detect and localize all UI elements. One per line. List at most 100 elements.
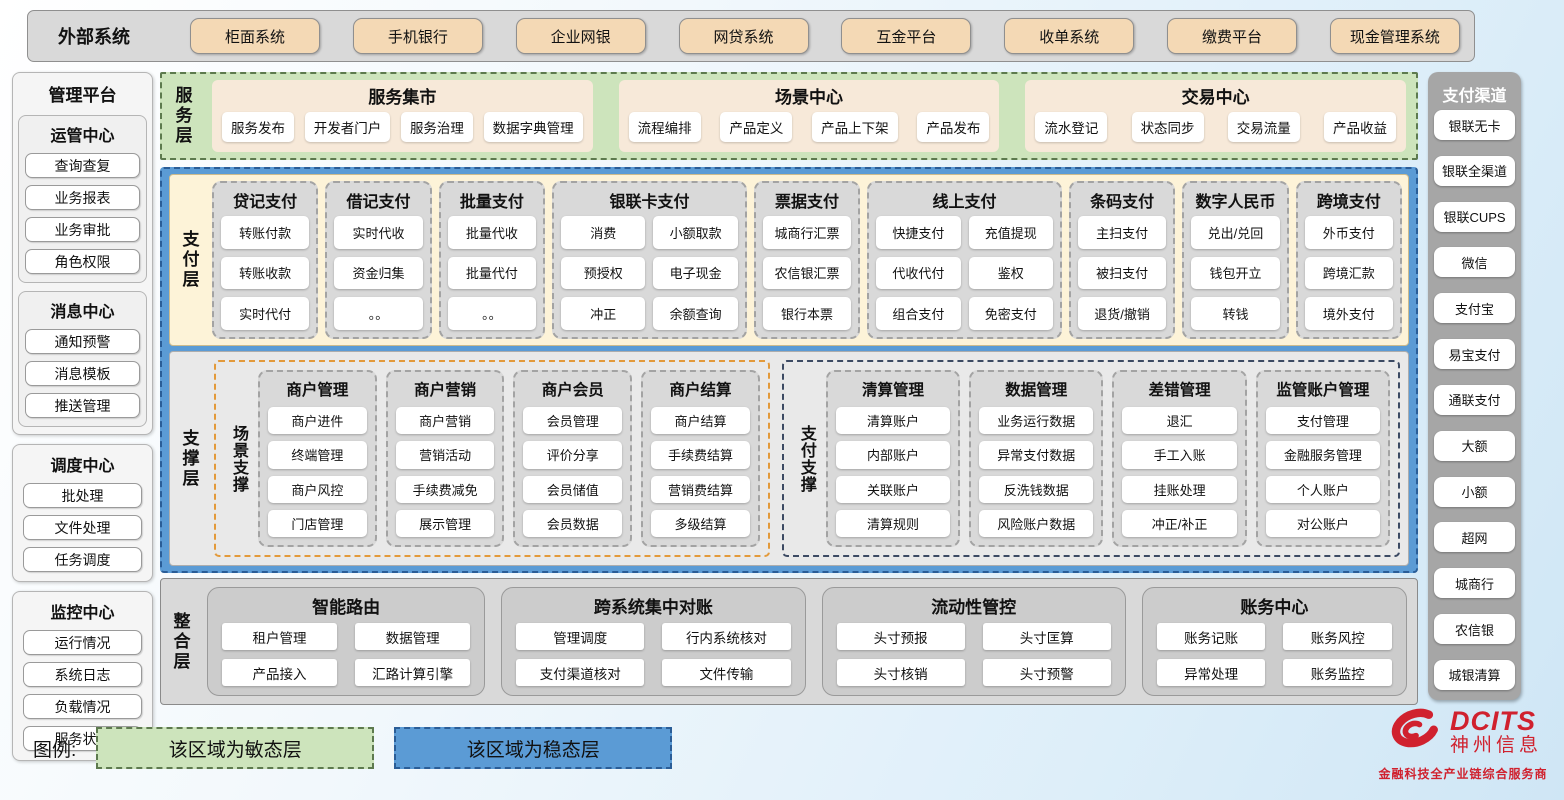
mgmt-item-box: 查询查复 xyxy=(25,153,140,178)
payment-column-items: 外币支付跨境汇款境外支付 xyxy=(1304,216,1393,330)
payment-layer-columns: 贷记支付转账付款转账收款实时代付借记支付实时代收资金归集。。批量支付批量代收批量… xyxy=(212,181,1402,339)
mgmt-item-box: 消息模板 xyxy=(25,361,140,386)
dcits-logo-name: DCITS xyxy=(1449,705,1536,736)
support-item-box: 清算规则 xyxy=(835,509,951,537)
integration-item-box: 账务监控 xyxy=(1283,659,1392,686)
support-group-orange: 场景支撑商户管理商户进件终端管理商户风控门店管理商户营销商户营销营销活动手续费减… xyxy=(214,360,770,557)
dcits-logo-row: DCITS 神州信息 xyxy=(1384,703,1542,762)
payment-column-title: 批量支付 xyxy=(459,194,524,211)
payment-channels-title: 支付渠道 xyxy=(1442,88,1507,105)
support-item-box: 冲正/补正 xyxy=(1122,509,1237,537)
support-column: 商户营销商户营销营销活动手续费减免展示管理 xyxy=(385,370,505,547)
payment-item-box: 电子现金 xyxy=(653,256,738,290)
payment-item-box: 快捷支付 xyxy=(876,216,961,249)
external-systems-list: 柜面系统手机银行企业网银网贷系统互金平台收单系统缴费平台现金管理系统 xyxy=(190,18,1460,54)
support-group-columns: 商户管理商户进件终端管理商户风控门店管理商户营销商户营销营销活动手续费减免展示管… xyxy=(258,370,760,547)
channel-box: 银联全渠道 xyxy=(1434,155,1515,186)
support-column-title: 商户营销 xyxy=(414,382,477,399)
payment-item-box: 农信银汇票 xyxy=(762,256,852,290)
service-item-box: 状态同步 xyxy=(1131,111,1204,142)
integration-group-title: 流动性管控 xyxy=(931,598,1017,617)
service-layer-groups: 服务集市服务发布开发者门户服务治理数据字典管理场景中心流程编排产品定义产品上下架… xyxy=(212,80,1407,152)
support-item-box: 会员数据 xyxy=(523,509,623,537)
support-column: 数据管理业务运行数据异常支付数据反洗钱数据风险账户数据 xyxy=(969,370,1104,547)
channel-box: 微信 xyxy=(1434,247,1515,278)
service-group-title: 场景中心 xyxy=(775,88,843,107)
payment-item-box: 被扫支付 xyxy=(1077,256,1167,290)
mgmt-section-title: 消息中心 xyxy=(50,304,115,321)
integration-group: 流动性管控头寸预报头寸匡算头寸核销头寸预警 xyxy=(821,587,1126,696)
support-column-title: 商户会员 xyxy=(541,382,604,399)
channel-box: 易宝支付 xyxy=(1434,339,1515,370)
mgmt-section: 调度中心批处理文件处理任务调度 xyxy=(12,444,153,582)
integration-item-box: 产品接入 xyxy=(222,659,338,686)
payment-column: 银联卡支付消费小额取款预授权电子现金冲正余额查询 xyxy=(552,181,747,339)
payment-column-items: 兑出/兑回钱包开立转钱 xyxy=(1191,216,1280,330)
integration-item-box: 数据管理 xyxy=(355,623,471,650)
mgmt-item-box: 推送管理 xyxy=(25,393,140,418)
service-item-box: 服务发布 xyxy=(222,111,294,142)
service-group: 交易中心流水登记状态同步交易流量产品收益 xyxy=(1025,80,1407,152)
payment-item-box: 代收代付 xyxy=(876,256,961,290)
mgmt-section: 监控中心运行情况系统日志负载情况服务状态 xyxy=(12,591,153,761)
support-item-box: 商户进件 xyxy=(268,407,367,435)
dcits-swirl-icon xyxy=(1384,703,1446,762)
external-system-box: 互金平台 xyxy=(841,18,972,54)
support-item-box: 商户营销 xyxy=(395,407,495,435)
legend-stable-layer: 该区域为稳态层 xyxy=(394,727,673,769)
support-column: 商户结算商户结算手续费结算营销费结算多级结算 xyxy=(641,370,760,547)
service-item-box: 交易流量 xyxy=(1227,111,1300,142)
integration-item-box: 文件传输 xyxy=(662,659,791,686)
external-system-box: 柜面系统 xyxy=(190,18,320,54)
stable-layer-container: 支付层 贷记支付转账付款转账收款实时代付借记支付实时代收资金归集。。批量支付批量… xyxy=(160,167,1418,573)
payment-column: 批量支付批量代收批量代付。。 xyxy=(438,181,546,339)
payment-column-title: 票据支付 xyxy=(774,194,839,211)
support-item-box: 退汇 xyxy=(1122,407,1237,435)
integration-item-box: 异常处理 xyxy=(1156,659,1266,686)
service-item-box: 产品发布 xyxy=(917,111,990,142)
integration-layer-groups: 智能路由租户管理数据管理产品接入汇路计算引擎跨系统集中对账管理调度行内系统核对支… xyxy=(207,587,1407,696)
payment-item-box: 充值提现 xyxy=(968,216,1053,249)
service-group-items: 流程编排产品定义产品上下架产品发布 xyxy=(628,108,990,145)
payment-item-box: 。。 xyxy=(334,297,423,330)
support-item-box: 支付管理 xyxy=(1265,407,1381,435)
support-column: 清算管理清算账户内部账户关联账户清算规则 xyxy=(825,370,961,547)
dcits-logo-chinese-name: 神州信息 xyxy=(1449,734,1542,756)
mgmt-item-box: 系统日志 xyxy=(23,662,142,687)
external-system-box: 网贷系统 xyxy=(678,18,809,54)
management-platform-sidebar: 管理平台 运管中心查询查复业务报表业务审批角色权限消息中心通知预警消息模板推送管… xyxy=(12,72,153,761)
payment-item-box: 鉴权 xyxy=(968,256,1053,290)
support-item-box: 展示管理 xyxy=(395,509,495,537)
integration-group-items: 管理调度行内系统核对支付渠道核对文件传输 xyxy=(516,623,791,686)
legend: 图例: 该区域为敏态层 该区域为稳态层 xyxy=(33,727,673,769)
legend-agile-layer: 该区域为敏态层 xyxy=(96,727,375,769)
mgmt-item-box: 运行情况 xyxy=(23,630,142,655)
channel-box: 大额 xyxy=(1434,430,1515,461)
support-layer-groups: 场景支撑商户管理商户进件终端管理商户风控门店管理商户营销商户营销营销活动手续费减… xyxy=(214,360,1400,557)
mgmt-item-box: 业务审批 xyxy=(25,217,140,242)
payment-column-items: 实时代收资金归集。。 xyxy=(334,216,423,330)
integration-group-title: 跨系统集中对账 xyxy=(593,598,713,617)
dcits-logo-texts: DCITS 神州信息 xyxy=(1449,705,1542,758)
integration-item-box: 头寸预警 xyxy=(982,659,1111,686)
payment-item-box: 资金归集 xyxy=(334,256,423,290)
mgmt-item-box: 角色权限 xyxy=(25,249,140,274)
integration-group: 跨系统集中对账管理调度行内系统核对支付渠道核对文件传输 xyxy=(501,587,806,696)
support-group-columns: 清算管理清算账户内部账户关联账户清算规则数据管理业务运行数据异常支付数据反洗钱数… xyxy=(825,370,1391,547)
payment-item-box: 兑出/兑回 xyxy=(1191,216,1280,249)
integration-group-items: 头寸预报头寸匡算头寸核销头寸预警 xyxy=(836,623,1111,686)
payment-item-box: 转账付款 xyxy=(221,216,310,249)
payment-item-box: 冲正 xyxy=(561,297,646,330)
integration-group-items: 账务记账账务风控异常处理账务监控 xyxy=(1156,623,1392,686)
service-item-box: 产品上下架 xyxy=(812,111,898,142)
support-item-box: 手工入账 xyxy=(1122,441,1237,469)
payment-item-box: 预授权 xyxy=(561,256,646,290)
mgmt-section-title: 运管中心 xyxy=(50,128,115,145)
payment-item-box: 城商行汇票 xyxy=(762,216,852,249)
mgmt-section: 消息中心通知预警消息模板推送管理 xyxy=(18,291,147,427)
support-group-label: 支付支撑 xyxy=(797,424,815,493)
support-item-box: 风险账户数据 xyxy=(979,509,1094,537)
support-item-box: 金融服务管理 xyxy=(1265,441,1381,469)
